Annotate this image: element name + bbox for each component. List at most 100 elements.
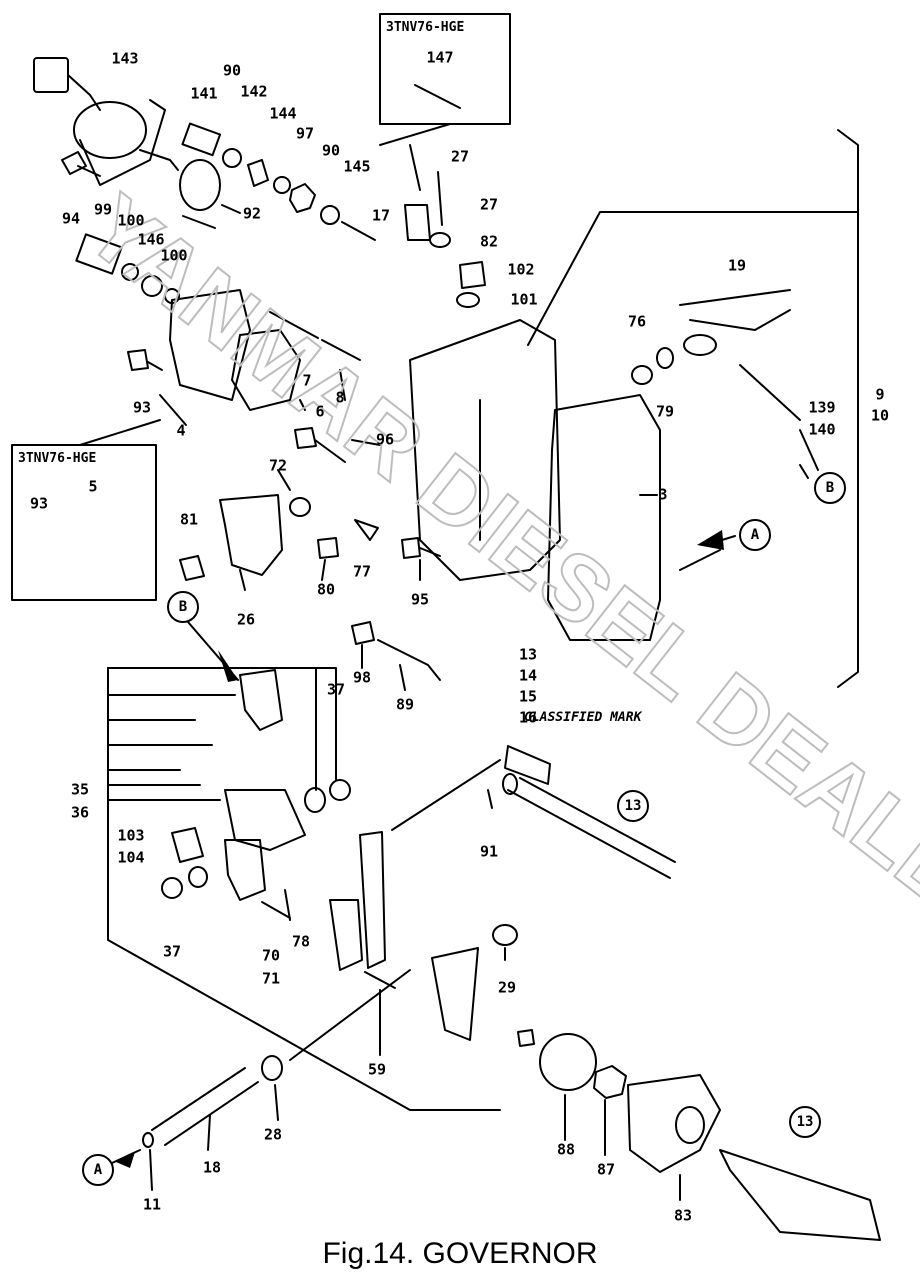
bracket-26 [219, 494, 283, 576]
bolt-94 [61, 151, 101, 177]
ref-circle-b-right: B [814, 472, 846, 504]
clip-77 [354, 519, 379, 541]
nut-81 [179, 555, 205, 581]
label-70: 70 [261, 946, 281, 965]
washer-146 [121, 263, 139, 281]
bush-small [188, 866, 208, 888]
solenoid-143 [33, 57, 179, 186]
washer-144 [273, 176, 291, 194]
label-90a: 90 [222, 61, 242, 80]
nut-98 [351, 621, 375, 645]
lever-29 [431, 947, 479, 1041]
label-78: 78 [291, 932, 311, 951]
label-94: 94 [61, 209, 81, 228]
classified-mark: CLASSIFIED MARK [524, 710, 642, 725]
label-141: 141 [190, 84, 218, 103]
label-82: 82 [479, 232, 499, 251]
label-7: 7 [302, 371, 312, 390]
label-13: 13 [518, 645, 538, 664]
label-72: 72 [268, 456, 288, 475]
weight-83 [627, 1074, 721, 1173]
label-98: 98 [352, 668, 372, 687]
cover-6 [231, 329, 301, 411]
spring-145 [341, 221, 376, 241]
label-8: 8 [335, 388, 345, 407]
lever-59 [329, 899, 363, 971]
gasket-4 [169, 289, 251, 401]
lever-lower [224, 839, 266, 901]
bolt-89 [377, 639, 441, 681]
label-76: 76 [627, 312, 647, 331]
o-ring-11 [142, 1132, 154, 1148]
bracket-9-10 [837, 129, 859, 688]
label-140: 140 [808, 420, 836, 439]
label-19: 19 [727, 256, 747, 275]
label-144: 144 [269, 104, 297, 123]
washer-82 [429, 232, 451, 248]
label-26: 26 [236, 610, 256, 629]
label-29: 29 [497, 978, 517, 997]
label-97: 97 [295, 124, 315, 143]
bolt-80 [317, 537, 339, 559]
label-9: 9 [875, 385, 885, 404]
clip-142 [247, 159, 269, 187]
o-ring-79 [656, 347, 674, 369]
label-77: 77 [352, 562, 372, 581]
variant-title-left: 3TNV76-HGE [18, 451, 97, 466]
label-35: 35 [70, 780, 90, 799]
label-80: 80 [316, 580, 336, 599]
label-71: 71 [261, 969, 281, 988]
label-10: 10 [870, 406, 890, 425]
label-95: 95 [410, 590, 430, 609]
nut-97 [289, 183, 316, 213]
shaft-13 [502, 773, 676, 879]
label-14: 14 [518, 666, 538, 685]
label-99: 99 [93, 200, 113, 219]
bolt-96 [294, 427, 346, 463]
washer-101 [456, 292, 480, 308]
spring-8 [321, 339, 361, 361]
label-81: 81 [179, 510, 199, 529]
ref-circle-b-left: B [167, 591, 199, 623]
housing-gasket [547, 394, 661, 641]
label-37a: 37 [326, 680, 346, 699]
ref-circle-13-shaft: 13 [617, 790, 649, 822]
sleeve-88 [539, 1033, 597, 1091]
camshaft [719, 1149, 881, 1241]
label-145: 145 [343, 157, 371, 176]
shaft-19 [679, 289, 791, 356]
bushing [304, 787, 326, 813]
stud-27b [437, 171, 443, 226]
ref-circle-a-lower: A [82, 1154, 114, 1186]
label-27a: 27 [450, 147, 470, 166]
label-15: 15 [518, 687, 538, 706]
label-96: 96 [375, 430, 395, 449]
pin-small [517, 1029, 535, 1047]
nut-100a [141, 275, 163, 297]
label-27b: 27 [479, 195, 499, 214]
bolt-93a [127, 349, 163, 371]
stud-147 [414, 84, 461, 109]
label-88: 88 [556, 1140, 576, 1159]
label-91: 91 [479, 842, 499, 861]
label-18: 18 [202, 1158, 222, 1177]
label-147: 147 [426, 48, 454, 67]
label-4: 4 [176, 421, 186, 440]
spring-139 [739, 364, 801, 421]
lever-upper [239, 669, 283, 731]
o-ring-92 [179, 159, 221, 211]
figure-caption: Fig.14. GOVERNOR [322, 1237, 598, 1270]
label-28: 28 [263, 1125, 283, 1144]
variant-title-top: 3TNV76-HGE [386, 20, 465, 35]
label-142: 142 [240, 82, 268, 101]
label-146: 146 [137, 230, 165, 249]
label-100b: 100 [160, 246, 188, 265]
label-104: 104 [117, 848, 145, 867]
label-11: 11 [142, 1195, 162, 1214]
label-90b: 90 [321, 141, 341, 160]
nut-17 [404, 204, 431, 241]
washer-72 [289, 497, 311, 517]
washer-29 [492, 924, 518, 946]
label-79: 79 [655, 402, 675, 421]
label-36: 36 [70, 803, 90, 822]
